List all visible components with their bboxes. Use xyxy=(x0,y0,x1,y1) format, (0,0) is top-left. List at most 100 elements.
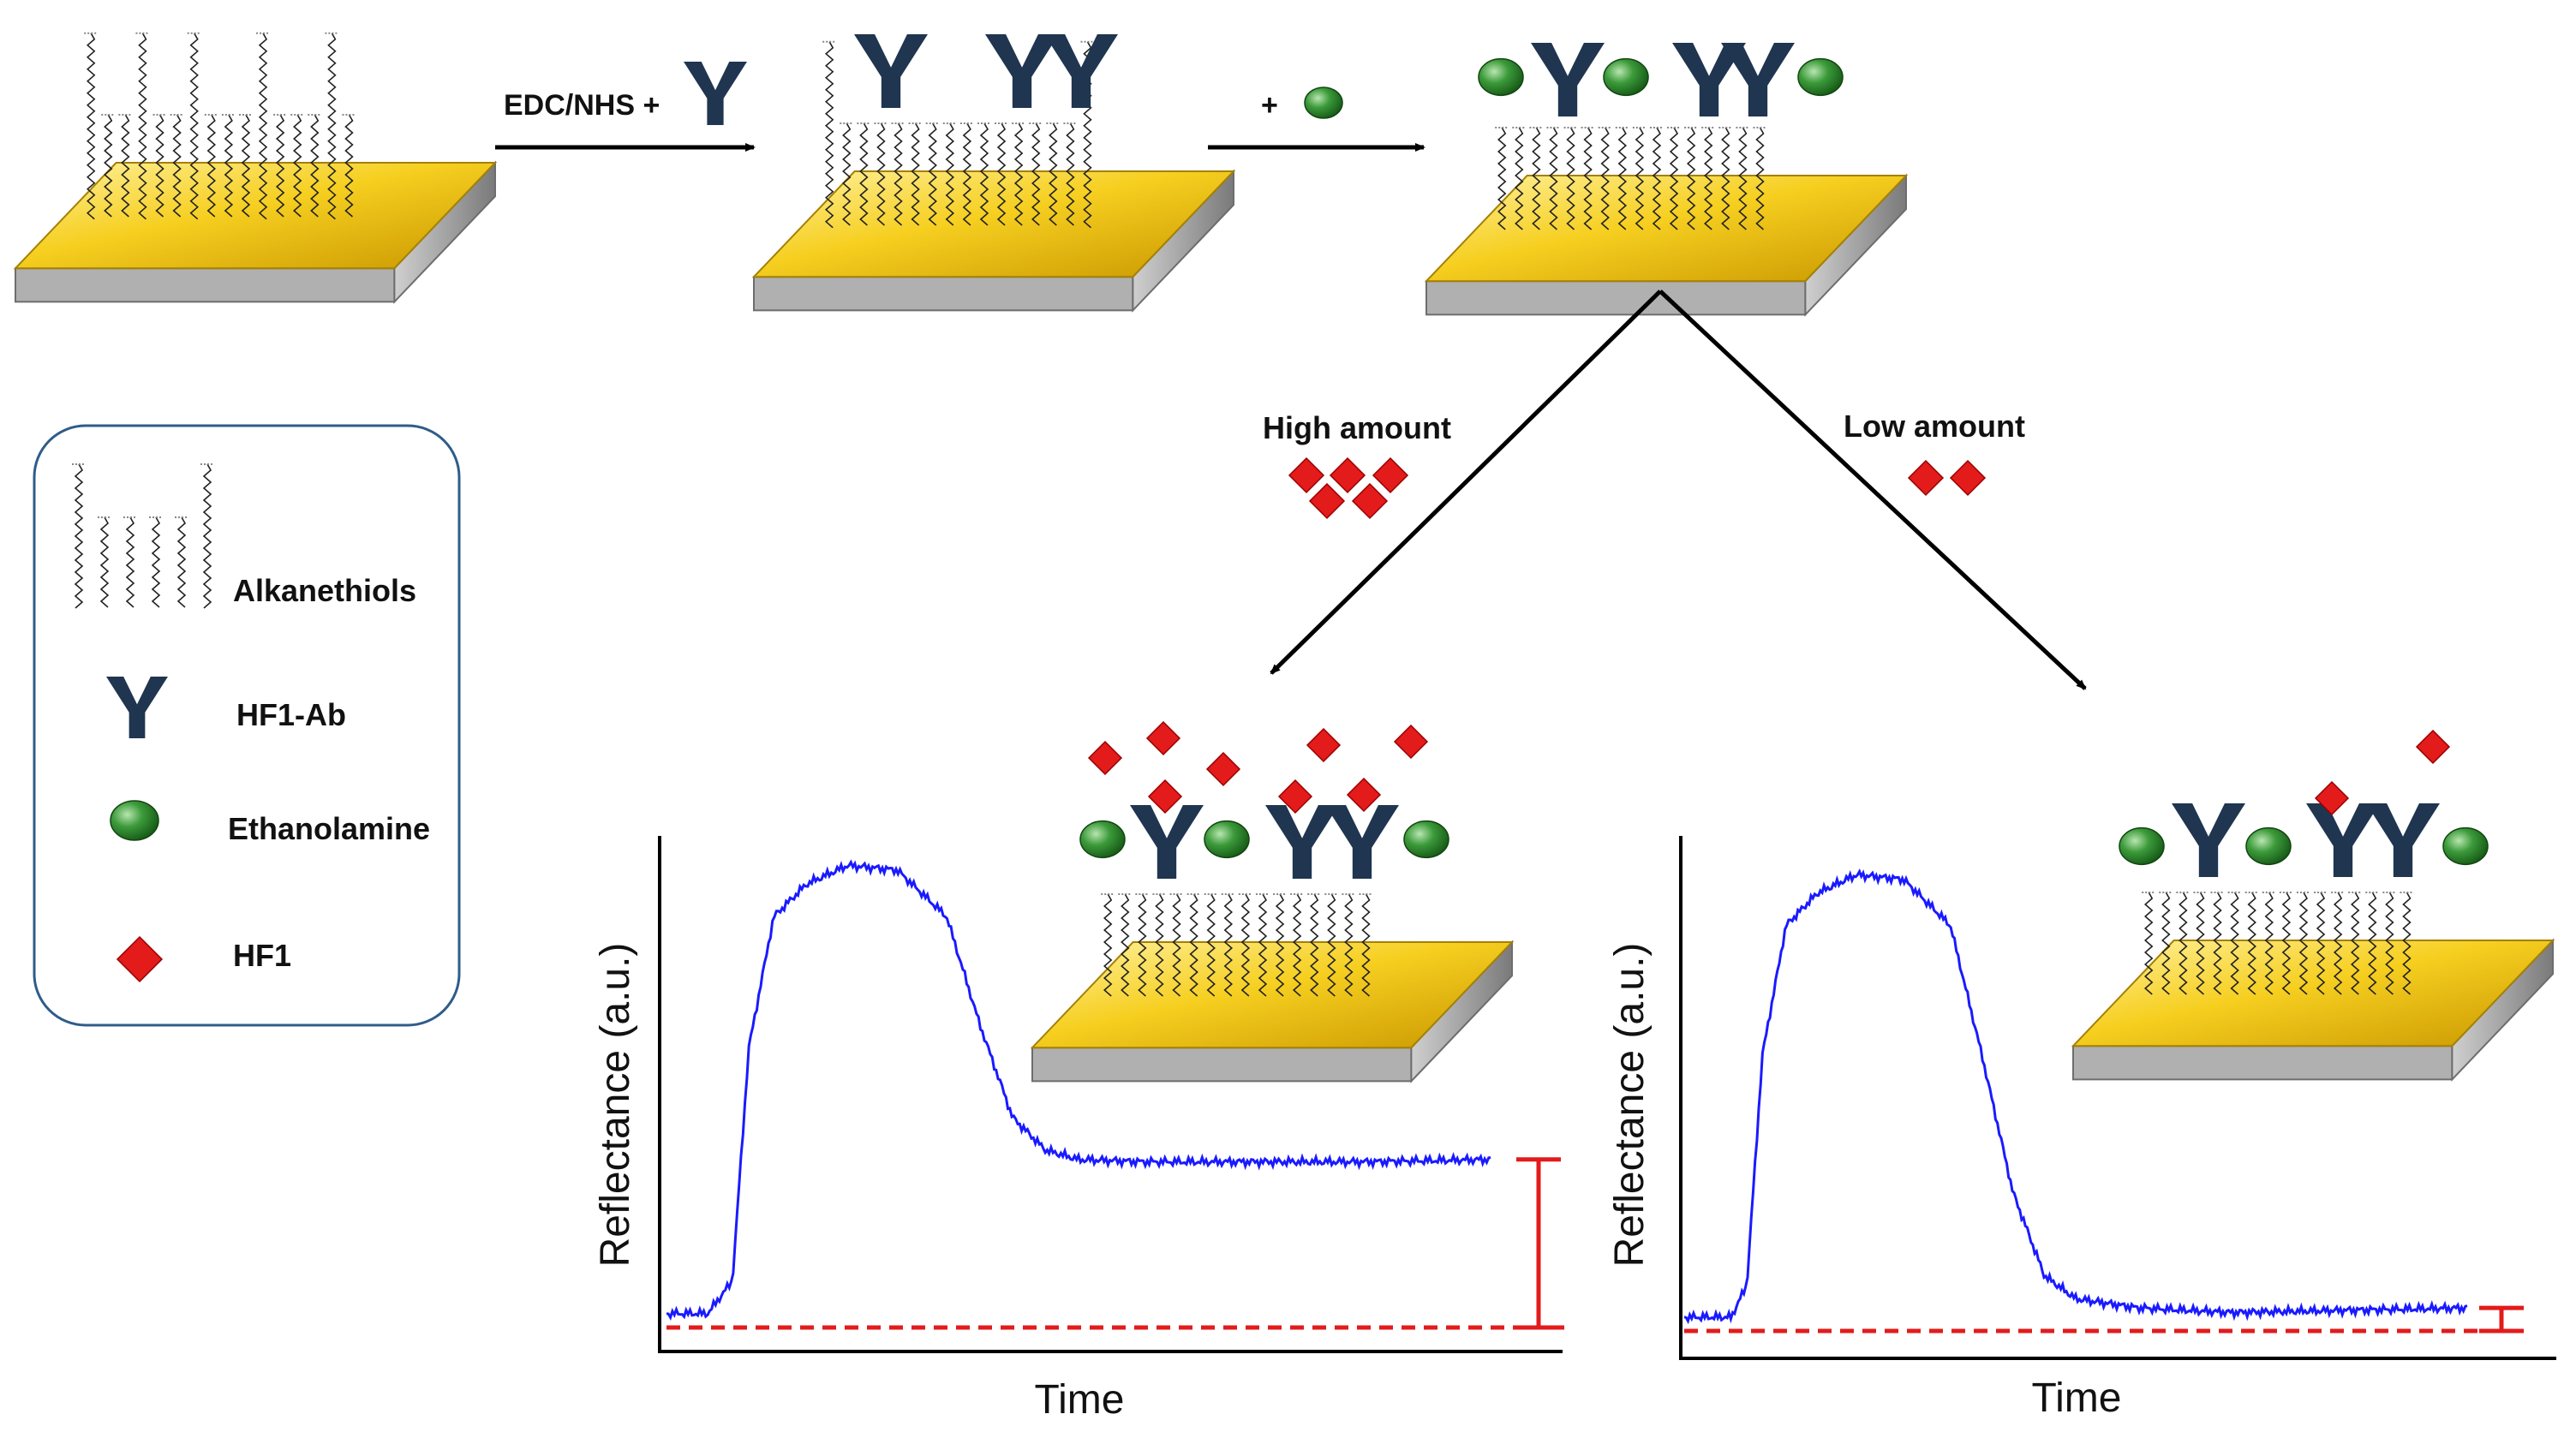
antibody-icon xyxy=(2172,803,2245,877)
alkanethiol-chain xyxy=(138,33,147,220)
alkanethiol-chain xyxy=(1361,893,1371,997)
hf1-icon xyxy=(1308,482,1346,520)
alkanethiol-chain xyxy=(258,33,268,220)
reflectance-trace xyxy=(1683,868,2468,1325)
alkanethiol-chain xyxy=(1617,127,1628,230)
antibody-icon xyxy=(1044,34,1118,108)
step-label-edc-nhs: EDC/NHS + xyxy=(504,89,660,122)
alkanethiol-chain xyxy=(1121,893,1130,997)
ethanolamine-icon xyxy=(1478,57,1524,97)
alkanethiol-chain xyxy=(2264,892,2274,995)
alkanethiol-chain xyxy=(2281,892,2292,995)
hf1-icon xyxy=(1087,740,1123,776)
hf1-icon xyxy=(1306,727,1342,763)
alkanethiol-chain xyxy=(1721,127,1730,230)
alkanethiol-chain xyxy=(824,41,834,229)
alkanethiol-chain xyxy=(2196,892,2205,995)
alkanethiol-chain xyxy=(2143,892,2154,995)
ethanolamine-icon xyxy=(2442,826,2489,866)
alkanethiol-chain xyxy=(99,516,110,608)
antibody-icon xyxy=(684,62,747,125)
gold-layer xyxy=(751,170,1236,278)
alkanethiol-chain xyxy=(859,122,869,226)
ethanolamine-icon xyxy=(2119,826,2165,866)
alkanethiol-chain xyxy=(125,516,135,608)
gold-layer xyxy=(13,162,498,270)
alkanethiol-chain xyxy=(1031,122,1041,226)
alkanethiol-chain xyxy=(1138,893,1147,997)
ethanolamine-icon xyxy=(1079,820,1126,859)
alkanethiol-chain xyxy=(1686,127,1696,230)
antibody-icon xyxy=(1531,43,1605,116)
hf1-icon xyxy=(1949,459,1987,497)
alkanethiol-chain xyxy=(2368,892,2377,995)
alkanethiol-chain xyxy=(894,122,903,226)
alkanethiol-chain xyxy=(2247,892,2256,995)
gold-layer xyxy=(2071,940,2555,1047)
alkanethiol-chain xyxy=(104,114,113,218)
legend-label-alkanethiols: Alkanethiols xyxy=(233,573,416,608)
antibody-icon xyxy=(1325,805,1399,879)
surface-alkanethiols xyxy=(13,32,498,304)
alkanethiol-chain xyxy=(310,114,320,218)
antibody-icon xyxy=(1721,43,1795,116)
alkanethiol-chain xyxy=(1155,893,1164,997)
signal-bar xyxy=(1516,1157,1561,1330)
alkanethiol-chain xyxy=(121,114,130,218)
alkanethiol-chain xyxy=(224,114,234,218)
alkanethiol-chain xyxy=(327,33,337,220)
reflectance-trace xyxy=(666,859,1491,1321)
alkanethiol-chain xyxy=(842,122,852,226)
alkanethiol-chain xyxy=(1738,127,1748,230)
alkanethiol-chain xyxy=(1583,127,1593,230)
ethanolamine-icon xyxy=(1304,87,1343,119)
x-axis-label: Time xyxy=(1035,1377,1125,1423)
alkanethiol-chain xyxy=(176,516,187,608)
alkanethiol-chain xyxy=(1532,127,1541,230)
alkanethiol-chain xyxy=(74,463,84,609)
branch-arrow-high xyxy=(1270,289,1662,675)
y-axis-label: Reflectance (a.u.) xyxy=(1607,943,1653,1268)
surface-high-bound xyxy=(1030,720,1515,1083)
alkanethiol-chain xyxy=(1652,127,1662,230)
ethanolamine-icon xyxy=(110,800,159,841)
hf1-icon xyxy=(1147,779,1183,814)
antibody-icon xyxy=(1130,805,1204,879)
alkanethiol-chain xyxy=(241,114,251,218)
alkanethiol-chain xyxy=(2230,892,2239,995)
alkanethiol-chain xyxy=(2179,892,2188,995)
hf1-icon xyxy=(1205,751,1241,787)
hf1-icon xyxy=(116,935,164,983)
ethanolamine-icon xyxy=(1304,87,1343,119)
antibody-icon xyxy=(106,677,168,738)
alkanethiol-chain xyxy=(1497,127,1507,230)
alkanethiol-chain xyxy=(293,114,302,218)
ethanolamine-icon xyxy=(110,800,159,841)
alkanethiol-chain xyxy=(172,114,182,218)
plot-high: Reflectance (a.u.) Time xyxy=(593,836,1564,1423)
alkanethiol-chain xyxy=(1292,893,1302,997)
alkanethiol-chain xyxy=(1258,893,1268,997)
surface-low-bound xyxy=(2071,729,2555,1082)
slide-front-face xyxy=(1031,1047,1413,1083)
signal-bar xyxy=(2479,1305,2524,1334)
slide-front-face xyxy=(753,276,1134,312)
alkanethiol-chain xyxy=(1327,893,1336,997)
alkanethiol-chain xyxy=(1600,127,1610,230)
alkanethiol-chain xyxy=(206,114,217,218)
alkanethiol-chain xyxy=(1549,127,1558,230)
hf1-icon xyxy=(1288,456,1325,494)
ethanolamine-icon xyxy=(1403,820,1449,859)
alkanethiol-chain xyxy=(2316,892,2326,995)
alkanethiol-chain xyxy=(155,114,164,218)
hf1-icon xyxy=(2314,780,2350,816)
antibody-icon xyxy=(1672,43,1746,116)
antibody-icon xyxy=(1265,805,1339,879)
alkanethiol-chain xyxy=(275,114,285,218)
alkanethiol-chain xyxy=(1223,893,1234,997)
ethanolamine-icon xyxy=(1603,57,1649,97)
alkanethiol-chain xyxy=(911,122,920,226)
alkanethiol-chain xyxy=(151,516,161,608)
alkanethiol-chain xyxy=(202,463,212,609)
step-label-plus: + xyxy=(1261,89,1278,122)
